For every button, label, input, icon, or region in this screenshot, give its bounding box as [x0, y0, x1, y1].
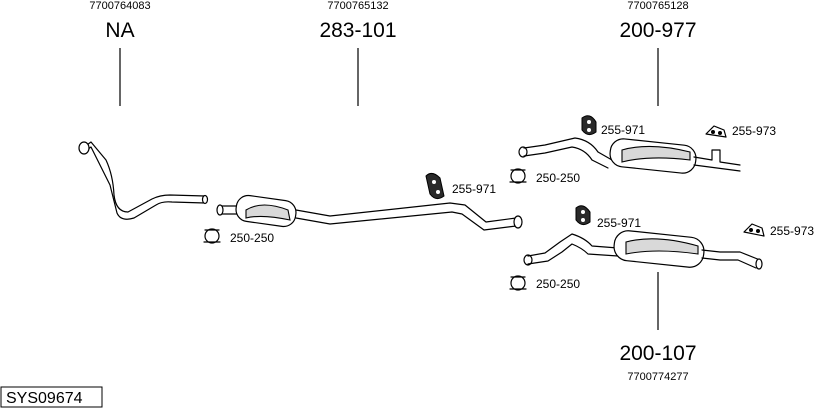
middle-silencer-drawing [216, 194, 523, 231]
bracket-upper-label: 255-973 [732, 124, 776, 138]
rear-lower-oem-number: 7700774277 [627, 371, 688, 383]
bracket-upper-icon [705, 125, 727, 138]
front-pipe-oem-number: 7700764083 [89, 0, 150, 12]
front-pipe-drawing [78, 141, 209, 220]
rear-upper-code: 200-977 [619, 19, 696, 42]
clamp-lower-label: 250-250 [536, 277, 580, 291]
hanger-lower-label: 255-971 [597, 216, 641, 230]
rear-lower-silencer-drawing [523, 230, 763, 270]
front-pipe-code: NA [105, 19, 134, 42]
system-code: SYS09674 [6, 390, 83, 407]
bracket-lower-icon [743, 223, 765, 237]
bracket-lower-label: 255-973 [770, 224, 814, 238]
hanger-lower-icon [575, 205, 591, 226]
hanger-middle-icon [425, 172, 445, 200]
hanger-upper-icon [581, 115, 597, 136]
rear-upper-silencer-drawing [518, 137, 741, 174]
clamp-upper-icon [509, 168, 527, 184]
rear-upper-oem-number: 7700765128 [627, 0, 688, 12]
rear-lower-code: 200-107 [619, 342, 696, 365]
hanger-upper-label: 255-971 [601, 123, 645, 137]
clamp-upper-label: 250-250 [536, 171, 580, 185]
hanger-middle-label: 255-971 [452, 182, 496, 196]
clamp-front-label: 250-250 [230, 231, 274, 245]
clamp-front-icon [203, 228, 221, 244]
clamp-lower-icon [509, 275, 527, 291]
middle-silencer-code: 283-101 [319, 19, 396, 42]
middle-silencer-oem-number: 7700765132 [327, 0, 388, 12]
system-code-box [0, 386, 103, 408]
